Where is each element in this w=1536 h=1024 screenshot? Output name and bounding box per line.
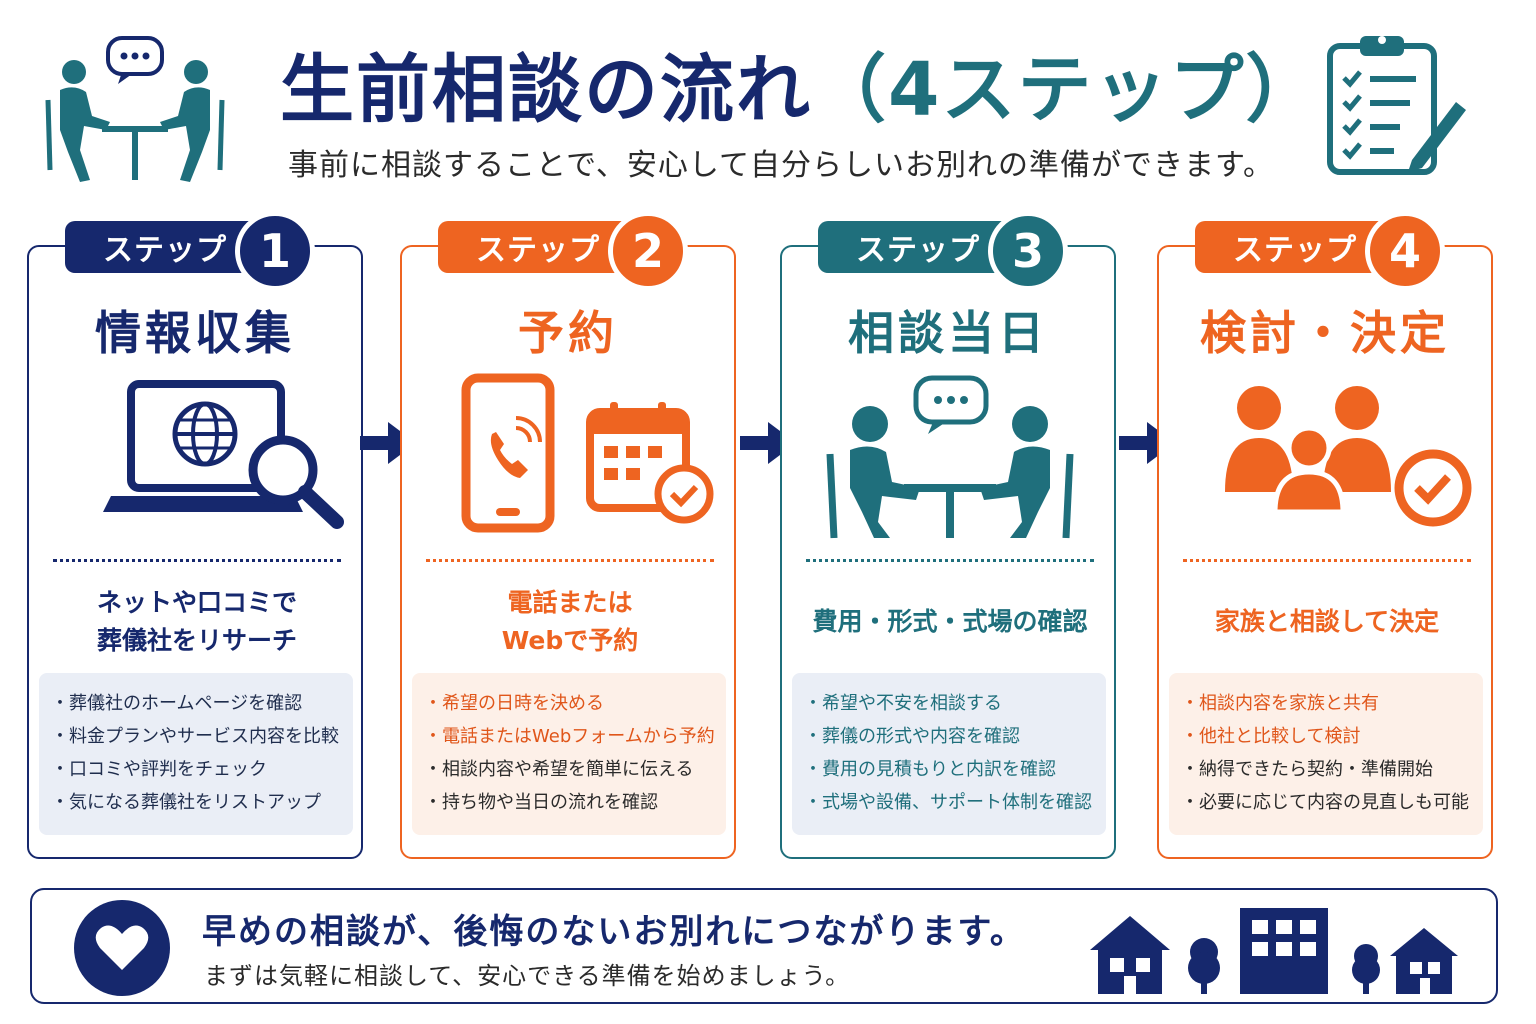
family-check-icon [1225,386,1472,527]
step-badge: ステップ 2 [438,211,698,291]
step-card-1: ステップ 1 情報収集 ネットや口コミで 葬儀社をリサーチ ・葬儀社のホームペー… [27,211,363,859]
laptop-globe-search-icon [103,380,344,529]
smartphone-call-icon [461,373,714,533]
page-title-paren: （4ステップ） [812,47,1322,133]
house-icon [1090,916,1170,994]
footer-subtext: まずは気軽に相談して、安心できる準備を始めましょう。 [204,962,851,990]
page-subtitle: 事前に相談することで、安心して自分らしいお別れの準備ができます。 [288,148,1274,183]
step-checklist: ・希望や不安を相談する ・葬儀の形式や内容を確認 ・費用の見積もりと内訳を確認 … [792,673,1106,835]
step-description-line: ネットや口コミで [96,588,297,617]
tree-icon [1352,944,1380,994]
heart-badge [74,900,170,996]
step-badge: ステップ 1 [65,211,325,291]
step-title: 情報収集 [95,306,295,360]
step-number: 4 [1365,211,1445,291]
divider [53,559,341,562]
list-item: ・葬儀の形式や内容を確認 [804,726,1020,747]
step-description-line: 電話または [507,588,633,617]
step-badge: ステップ 3 [818,211,1078,291]
step-card-3: ステップ 3 相談当日 費用・形式・式場の確認 ・希望や不安を相談する ・葬儀の… [780,211,1116,859]
list-item: ・葬儀社のホームページを確認 [51,693,303,714]
step-description-line: Webで予約 [501,626,639,655]
step-badge-label: ステップ [818,221,1018,273]
divider [806,559,1094,562]
step-number: 3 [988,211,1068,291]
step-checklist: ・葬儀社のホームページを確認 ・料金プランやサービス内容を比較 ・口コミや評判を… [39,673,353,835]
list-item: ・持ち物や当日の流れを確認 [424,792,658,813]
step-checklist: ・希望の日時を決める ・電話またはWebフォームから予約 ・相談内容や希望を簡単… [412,673,726,835]
list-item: ・気になる葬儀社をリストアップ [51,792,321,813]
step-title: 相談当日 [848,306,1048,360]
town-illustration [1090,908,1458,994]
step-card-4: ステップ 4 検討・決定 家族と相談して決定 ・相談内容を家族と共有 ・他社と比… [1157,211,1493,859]
list-item: ・電話またはWebフォームから予約 [424,726,715,747]
step-description: 費用・形式・式場の確認 [792,577,1108,667]
divider [1183,559,1471,562]
list-item: ・希望の日時を決める [424,693,604,714]
step-checklist: ・相談内容を家族と共有 ・他社と比較して検討 ・納得できたら契約・準備開始 ・必… [1169,673,1483,835]
step-description-line: 費用・形式・式場の確認 [812,607,1088,636]
list-item: ・希望や不安を相談する [804,693,1002,714]
list-item: ・相談内容や希望を簡単に伝える [424,759,694,780]
step-badge-label: ステップ [65,221,265,273]
list-item: ・費用の見積もりと内訳を確認 [804,759,1056,780]
step-title: 予約 [518,306,618,360]
step-badge-label: ステップ [1195,221,1395,273]
step-title: 検討・決定 [1200,306,1450,360]
step-number: 2 [608,211,688,291]
list-item: ・相談内容を家族と共有 [1181,693,1379,714]
step-description-line: 家族と相談して決定 [1214,607,1440,636]
step-description: 電話または Webで予約 [412,577,728,667]
step-description: 家族と相談して決定 [1169,577,1485,667]
step-badge-label: ステップ [438,221,638,273]
clipboard-checklist-icon [1327,36,1466,175]
page-title: 生前相談の流れ（4ステップ） [280,30,1320,133]
page-title-main: 生前相談の流れ [280,47,812,133]
step-description: ネットや口コミで 葬儀社をリサーチ [39,577,355,667]
consultation-people-icon [45,36,225,182]
list-item: ・納得できたら契約・準備開始 [1181,759,1433,780]
list-item: ・他社と比較して検討 [1181,726,1361,747]
footer-banner: 早めの相談が、後悔のないお別れにつながります。 まずは気軽に相談して、安心できる… [30,888,1498,1004]
meeting-table-icon [826,375,1074,539]
heart-icon [95,925,149,970]
step-number: 1 [235,211,315,291]
list-item: ・式場や設備、サポート体制を確認 [804,792,1092,813]
list-item: ・必要に応じて内容の見直しも可能 [1181,792,1469,813]
step-card-2: ステップ 2 予約 電話または Webで予約 ・希望の日時を決める ・電話または… [400,211,736,859]
list-item: ・料金プランやサービス内容を比較 [51,726,339,747]
step-badge: ステップ 4 [1195,211,1455,291]
tree-icon [1188,938,1220,994]
divider [426,559,714,562]
house-icon [1390,928,1458,994]
building-icon [1240,908,1328,994]
step-description-line: 葬儀社をリサーチ [96,626,297,655]
footer-headline: 早めの相談が、後悔のないお別れにつながります。 [202,912,1026,952]
list-item: ・口コミや評判をチェック [51,759,267,780]
